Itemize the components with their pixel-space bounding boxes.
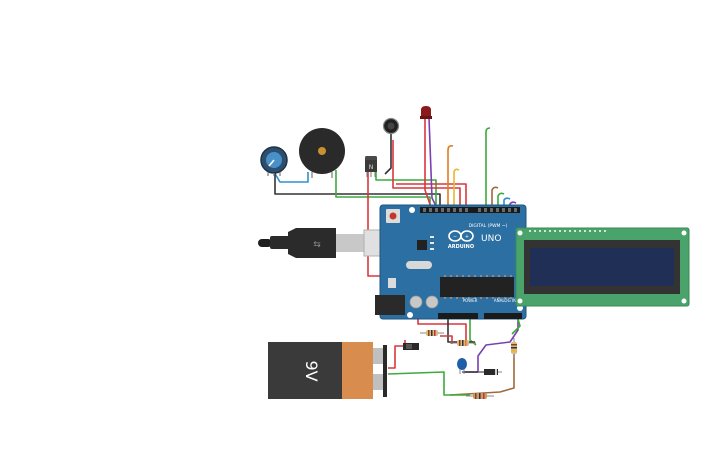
resistor-4[interactable]	[466, 393, 494, 399]
sound-sensor[interactable]	[382, 117, 400, 135]
wire-bottom-green-2[interactable]	[469, 318, 477, 346]
brand-label: ARDUINO	[448, 244, 474, 250]
resistor-2[interactable]	[450, 340, 476, 346]
wire-transistor-red[interactable]	[367, 170, 380, 277]
digital-label: DIGITAL (PWM ~)	[469, 223, 508, 229]
wire-green-2[interactable]	[497, 192, 505, 210]
wire-sensor-red[interactable]	[392, 140, 461, 210]
power-label: POWER	[463, 298, 478, 303]
wire-transistor-green[interactable]	[375, 170, 437, 210]
wire-green-tall[interactable]	[485, 127, 491, 210]
wire-brown[interactable]	[491, 186, 499, 210]
wire-pot-blue[interactable]	[273, 171, 309, 183]
digital-header[interactable]	[420, 207, 520, 213]
piezo-buzzer[interactable]	[299, 128, 345, 178]
usb-symbol-icon: ⇆	[313, 240, 321, 250]
red-led[interactable]	[420, 106, 432, 119]
wire-blue[interactable]	[503, 197, 511, 210]
arduino-logo-icon: − +	[448, 230, 474, 242]
wire-yellow[interactable]	[453, 168, 460, 210]
wire-bottom-red-1[interactable]	[417, 318, 467, 340]
lcd-display[interactable]	[515, 227, 690, 307]
svg-text:−: −	[453, 234, 457, 240]
wire-buzzer-green[interactable]	[335, 170, 431, 210]
arduino-uno-board[interactable]: DIGITAL (PWM ~) − + ARDUINO UNO	[375, 204, 527, 320]
battery-9v[interactable]: 9V	[268, 342, 387, 399]
power-jack[interactable]	[375, 295, 405, 315]
lcd-pins	[529, 230, 606, 232]
analog-label: ANALOG IN	[494, 298, 516, 303]
npn-transistor[interactable]: N	[365, 156, 377, 177]
slide-switch[interactable]	[403, 343, 419, 350]
usb-cable: ⇆	[258, 228, 401, 258]
svg-text:+: +	[465, 234, 469, 240]
resistor-1[interactable]	[420, 330, 444, 336]
wire-bottom-green-3[interactable]	[387, 371, 470, 396]
lcd-screen	[530, 248, 674, 286]
battery-label: 9V	[302, 360, 321, 381]
ceramic-capacitor[interactable]	[457, 358, 467, 374]
model-label: UNO	[481, 234, 501, 244]
digital-header-pins	[423, 208, 517, 212]
wire-bottom-red-2[interactable]	[388, 340, 406, 369]
wire-purple-2[interactable]	[509, 201, 517, 210]
wire-sensor-red-2[interactable]	[396, 183, 467, 210]
atmega-chip	[440, 277, 514, 297]
potentiometer[interactable]	[260, 146, 288, 176]
wire-sensor-black[interactable]	[384, 134, 392, 175]
analog-header[interactable]	[484, 313, 522, 319]
transistor-label: N	[369, 164, 374, 171]
wire-pot-black[interactable]	[274, 173, 441, 210]
power-header[interactable]	[438, 313, 478, 319]
resistor-3[interactable]	[511, 338, 517, 358]
wire-orange[interactable]	[447, 145, 454, 210]
wire-led-red[interactable]	[424, 118, 433, 211]
wire-red-short[interactable]	[440, 335, 453, 344]
diode[interactable]	[478, 369, 502, 375]
